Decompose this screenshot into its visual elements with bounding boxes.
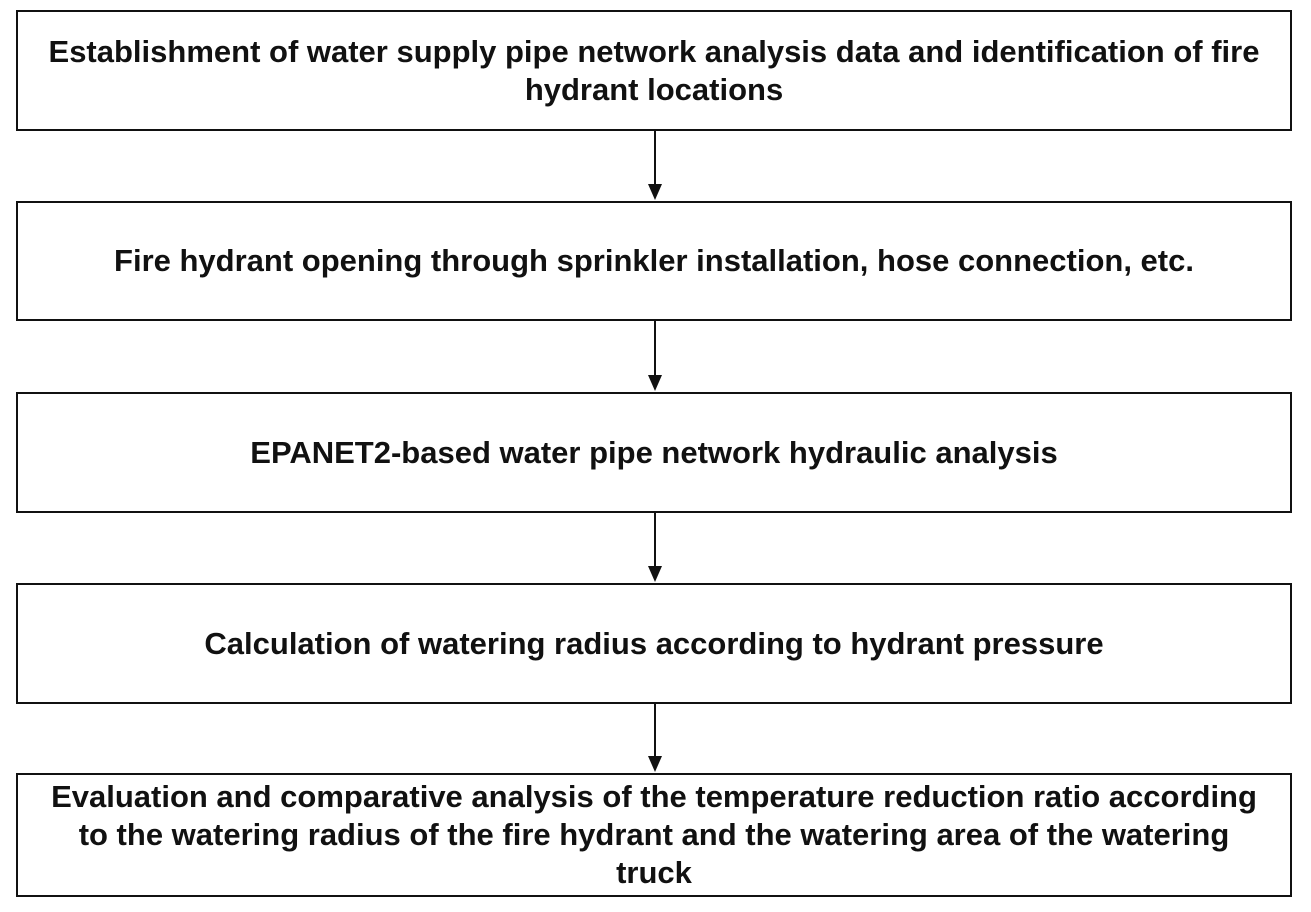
arrow-1-to-2 xyxy=(648,131,662,200)
step-label: Establishment of water supply pipe netwo… xyxy=(48,33,1260,107)
step-label: Evaluation and comparative analysis of t… xyxy=(51,779,1257,890)
step-box-hydraulic-analysis: EPANET2-based water pipe network hydraul… xyxy=(16,392,1292,513)
step-box-watering-radius: Calculation of watering radius according… xyxy=(16,583,1292,704)
arrow-4-to-5 xyxy=(648,704,662,772)
step-box-evaluation: Evaluation and comparative analysis of t… xyxy=(16,773,1292,897)
step-label: Fire hydrant opening through sprinkler i… xyxy=(114,243,1194,278)
arrow-3-to-4 xyxy=(648,513,662,582)
step-label: EPANET2-based water pipe network hydraul… xyxy=(250,434,1058,470)
step-box-data-establishment: Establishment of water supply pipe netwo… xyxy=(16,10,1292,131)
arrow-2-to-3 xyxy=(648,321,662,391)
step-box-hydrant-opening: Fire hydrant opening through sprinkler i… xyxy=(16,201,1292,321)
step-label: Calculation of watering radius according… xyxy=(204,625,1104,661)
